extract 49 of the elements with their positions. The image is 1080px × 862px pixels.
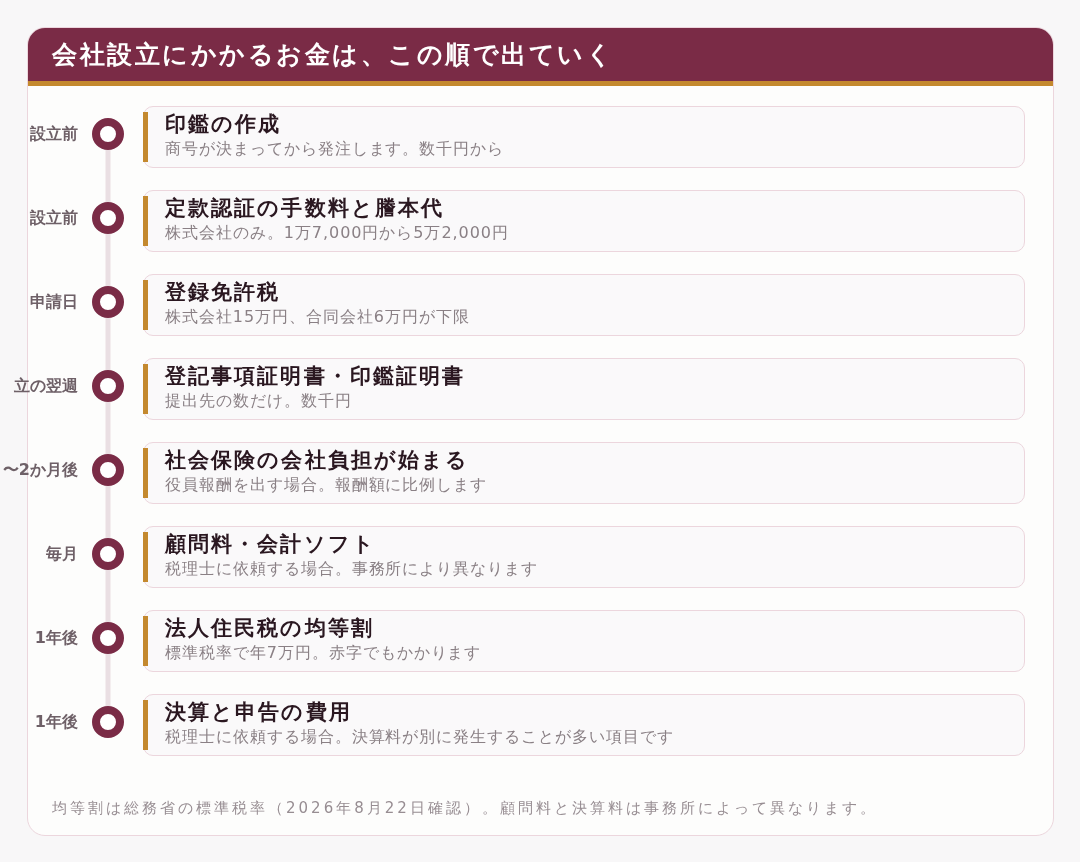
timeline-connector — [105, 234, 111, 286]
timeline-label: 設立前 — [30, 210, 78, 226]
timeline-label: 1年後 — [34, 630, 78, 646]
timeline-label: 立の翌週 — [14, 378, 78, 394]
timeline-marker — [92, 118, 124, 150]
timeline-marker — [92, 538, 124, 570]
item-description: 標準税率で年7万円。赤字でもかかります — [165, 642, 482, 664]
timeline-marker — [92, 370, 124, 402]
timeline-marker — [92, 622, 124, 654]
timeline-marker — [92, 202, 124, 234]
timeline-card — [143, 106, 1025, 168]
timeline-label: 1年後 — [34, 714, 78, 730]
item-title: 社会保険の会社負担が始まる — [165, 447, 470, 474]
timeline-card — [143, 526, 1025, 588]
timeline-connector — [105, 402, 111, 454]
timeline-connector — [105, 654, 111, 706]
timeline-label: 申請日 — [30, 294, 78, 310]
timeline-card — [143, 694, 1025, 756]
item-title: 法人住民税の均等割 — [165, 615, 374, 642]
footnote: 均等割は総務省の標準税率（2026年8月22日確認）。顧問料と決算料は事務所によって異なります。 — [52, 801, 878, 816]
item-title: 登録免許税 — [165, 279, 281, 306]
item-description: 税理士に依頼する場合。事務所により異なります — [165, 558, 539, 580]
timeline-card — [143, 358, 1025, 420]
item-description: 税理士に依頼する場合。決算料が別に発生することが多い項目です — [165, 726, 674, 748]
title: 会社設立にかかるお金は、この順で出ていく — [52, 42, 614, 67]
timeline-card — [143, 190, 1025, 252]
item-title: 顧問料・会計ソフト — [165, 531, 376, 558]
item-title: 定款認証の手数料と謄本代 — [165, 195, 445, 222]
timeline-connector — [105, 570, 111, 622]
item-description: 役員報酬を出す場合。報酬額に比例します — [165, 474, 488, 496]
timeline-label: 〜2か月後 — [2, 462, 78, 478]
timeline-connector — [105, 486, 111, 538]
timeline-card — [143, 274, 1025, 336]
timeline-label: 設立前 — [30, 126, 78, 142]
item-title: 登記事項証明書・印鑑証明書 — [165, 363, 466, 390]
timeline-card — [143, 442, 1025, 504]
timeline-marker — [92, 706, 124, 738]
item-description: 提出先の数だけ。数千円 — [165, 390, 352, 412]
timeline-label: 毎月 — [46, 546, 78, 562]
item-title: 決算と申告の費用 — [165, 699, 352, 726]
item-description: 商号が決まってから発注します。数千円から — [165, 138, 505, 160]
item-description: 株式会社のみ。1万7,000円から5万2,000円 — [165, 222, 509, 244]
timeline-connector — [105, 150, 111, 202]
item-title: 印鑑の作成 — [165, 111, 282, 138]
item-description: 株式会社15万円、合同会社6万円が下限 — [165, 306, 470, 328]
timeline-marker — [92, 454, 124, 486]
timeline-connector — [105, 318, 111, 370]
timeline-card — [143, 610, 1025, 672]
timeline-marker — [92, 286, 124, 318]
